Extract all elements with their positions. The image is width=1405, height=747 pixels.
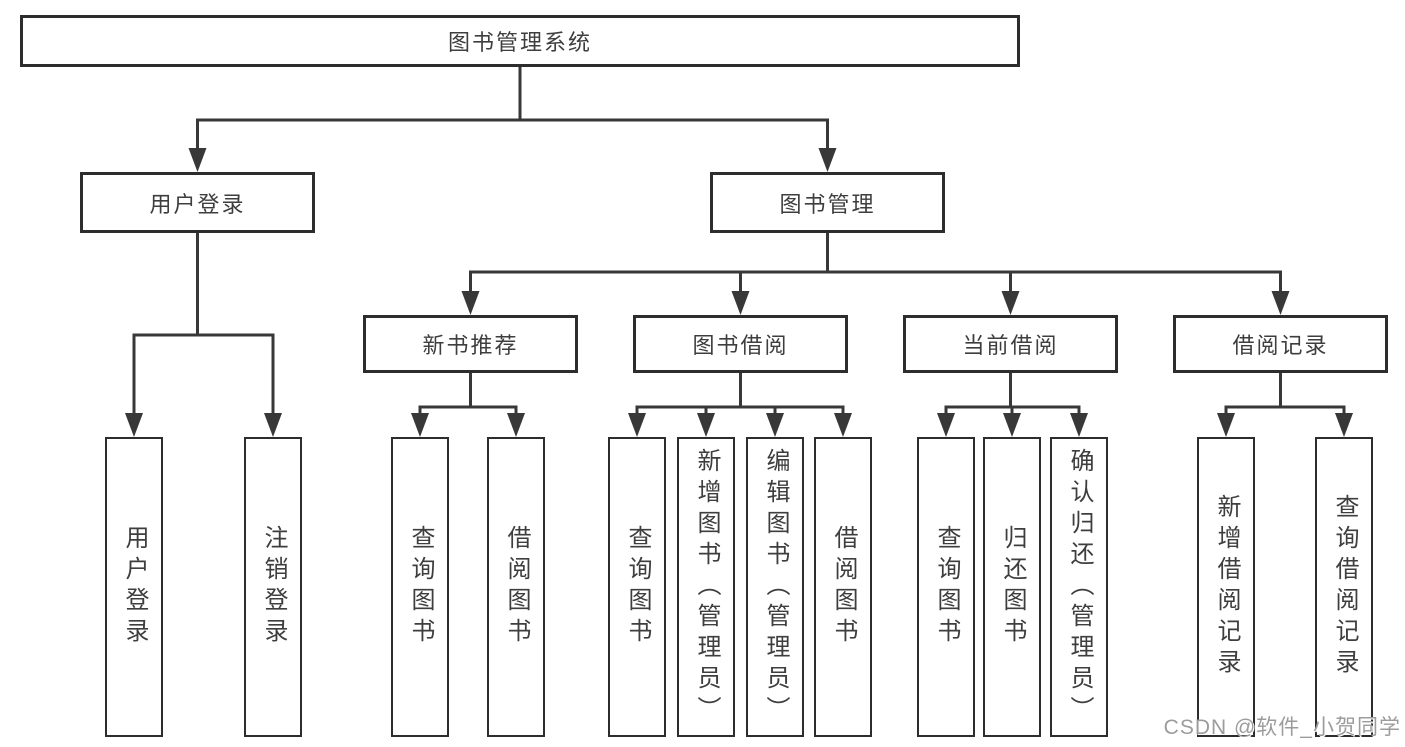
node-leaf-add-book: 新增图书（管理员） <box>677 437 735 737</box>
arrowhead-down-icon <box>1217 413 1235 437</box>
node-label-borrow-records: 借阅记录 <box>1232 333 1329 358</box>
node-label-leaf-borrow-book-2: 借阅图书 <box>830 525 857 649</box>
arrowhead-down-icon <box>411 413 429 437</box>
arrowhead-down-icon <box>766 413 784 437</box>
node-label-leaf-add-book: 新增图书（管理员） <box>693 447 720 727</box>
watermark-text: CSDN @软件_小贺同学 <box>1163 716 1401 739</box>
node-label-book-borrow: 图书借阅 <box>692 333 789 358</box>
node-leaf-edit-book: 编辑图书（管理员） <box>746 437 804 737</box>
node-leaf-query-book-3: 查询图书 <box>917 437 975 737</box>
node-leaf-borrow-book-2: 借阅图书 <box>814 437 872 737</box>
node-new-book-rec: 新书推荐 <box>363 315 578 373</box>
arrowhead-down-icon <box>834 413 852 437</box>
arrowhead-down-icon <box>461 291 480 315</box>
node-book-mgmt: 图书管理 <box>710 172 945 233</box>
arrowhead-down-icon <box>731 291 750 315</box>
node-label-leaf-confirm-return: 确认归还（管理员） <box>1066 447 1093 727</box>
node-label-leaf-user-login: 用户登录 <box>121 525 148 649</box>
node-label-leaf-query-borrow-record: 查询借阅记录 <box>1331 494 1358 680</box>
node-root: 图书管理系统 <box>20 15 1020 67</box>
node-label-leaf-borrow-book-1: 借阅图书 <box>503 525 530 649</box>
node-label-leaf-add-borrow-record: 新增借阅记录 <box>1213 494 1240 680</box>
arrowhead-down-icon <box>188 148 207 172</box>
node-label-leaf-edit-book: 编辑图书（管理员） <box>762 447 789 727</box>
node-label-root: 图书管理系统 <box>447 30 592 55</box>
node-book-borrow: 图书借阅 <box>633 315 848 373</box>
arrowhead-down-icon <box>818 148 837 172</box>
node-leaf-add-borrow-record: 新增借阅记录 <box>1197 437 1255 737</box>
arrowhead-down-icon <box>1335 413 1353 437</box>
node-label-leaf-query-book-2: 查询图书 <box>624 525 651 649</box>
node-label-user-login: 用户登录 <box>149 191 246 217</box>
node-label-leaf-query-book-3: 查询图书 <box>933 525 960 649</box>
node-leaf-query-book-1: 查询图书 <box>391 437 449 737</box>
arrowhead-down-icon <box>937 413 955 437</box>
node-leaf-query-borrow-record: 查询借阅记录 <box>1315 437 1373 737</box>
arrowhead-down-icon <box>697 413 715 437</box>
node-label-current-borrow: 当前借阅 <box>962 333 1059 358</box>
node-label-leaf-return-book: 归还图书 <box>999 525 1026 649</box>
arrowhead-down-icon <box>1003 413 1021 437</box>
node-label-new-book-rec: 新书推荐 <box>422 333 519 358</box>
node-user-login: 用户登录 <box>80 172 315 233</box>
arrowhead-down-icon <box>507 413 525 437</box>
node-leaf-confirm-return: 确认归还（管理员） <box>1050 437 1108 737</box>
node-leaf-borrow-book-1: 借阅图书 <box>487 437 545 737</box>
node-leaf-query-book-2: 查询图书 <box>608 437 666 737</box>
node-borrow-records: 借阅记录 <box>1173 315 1388 373</box>
node-leaf-logout: 注销登录 <box>244 437 302 737</box>
node-current-borrow: 当前借阅 <box>903 315 1118 373</box>
arrowhead-down-icon <box>1271 291 1290 315</box>
node-label-leaf-query-book-1: 查询图书 <box>407 525 434 649</box>
node-leaf-user-login: 用户登录 <box>105 437 163 737</box>
arrowhead-down-icon <box>1001 291 1020 315</box>
node-label-book-mgmt: 图书管理 <box>779 191 876 217</box>
arrowhead-down-icon <box>125 413 143 437</box>
arrowhead-down-icon <box>1070 413 1088 437</box>
node-leaf-return-book: 归还图书 <box>983 437 1041 737</box>
arrowhead-down-icon <box>628 413 646 437</box>
arrowhead-down-icon <box>264 413 282 437</box>
node-label-leaf-logout: 注销登录 <box>260 525 287 649</box>
